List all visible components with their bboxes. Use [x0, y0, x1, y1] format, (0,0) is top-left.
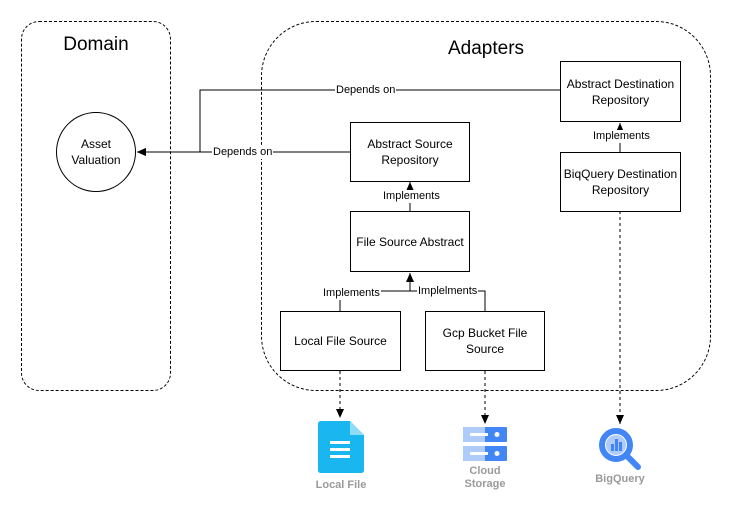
abstract-destination-label-1: Abstract Destination	[566, 76, 675, 91]
local-file-source-node[interactable]: Local File Source	[280, 311, 401, 371]
local-implements-label: Implements	[322, 287, 381, 300]
abstract-destination-label-2: Repository	[591, 92, 650, 107]
domain-container	[21, 21, 171, 391]
bigquery-destination-label-2: Repository	[591, 183, 650, 197]
cloud-storage-label-2: Storage	[464, 478, 506, 490]
cloud-storage-label: Cloud Storage	[445, 465, 525, 491]
dest-depends-on-label: Depends on	[335, 84, 397, 97]
file-document-icon	[318, 421, 364, 473]
abstract-source-label-2: Repository	[381, 153, 439, 167]
abstract-destination-repository-node[interactable]: Abstract Destination Repository	[560, 61, 681, 122]
file-source-abstract-label: File Source Abstract	[356, 234, 464, 249]
dest-implements-label: Implements	[592, 130, 651, 143]
cloud-storage-icon	[463, 427, 507, 461]
gcp-bucket-file-source-node[interactable]: Gcp Bucket File Source	[425, 311, 545, 371]
adapters-container	[261, 21, 711, 391]
abstract-source-label-1: Abstract Source	[367, 137, 453, 151]
source-implements-label: Implements	[382, 190, 441, 203]
cloud-storage-label-1: Cloud	[469, 465, 501, 477]
gcp-implements-label: Implelments	[417, 285, 479, 298]
abstract-source-repository-node[interactable]: Abstract Source Repository	[350, 122, 470, 182]
asset-valuation-label-1: Asset	[80, 137, 111, 151]
file-document-fold	[350, 421, 364, 435]
asset-valuation-label-2: Valuation	[71, 153, 121, 167]
source-depends-on-label: Depends on	[212, 146, 274, 159]
bigquery-label: BigQuery	[595, 473, 645, 485]
local-file-source-label: Local File Source	[294, 334, 387, 348]
bigquery-destination-repository-node[interactable]: BiqQuery Destination Repository	[560, 152, 681, 212]
file-source-abstract-node[interactable]: File Source Abstract	[350, 211, 470, 272]
bigquery-destination-label-1: BiqQuery Destination	[563, 167, 678, 181]
local-file-label: Local File	[315, 479, 367, 491]
domain-title: Domain	[63, 34, 129, 55]
bigquery-icon	[598, 427, 642, 471]
gcp-bucket-label-1: Gcp Bucket File	[442, 326, 528, 340]
adapters-title: Adapters	[447, 38, 525, 59]
gcp-bucket-label-2: Source	[465, 342, 504, 356]
asset-valuation-node[interactable]: Asset Valuation	[56, 112, 136, 192]
